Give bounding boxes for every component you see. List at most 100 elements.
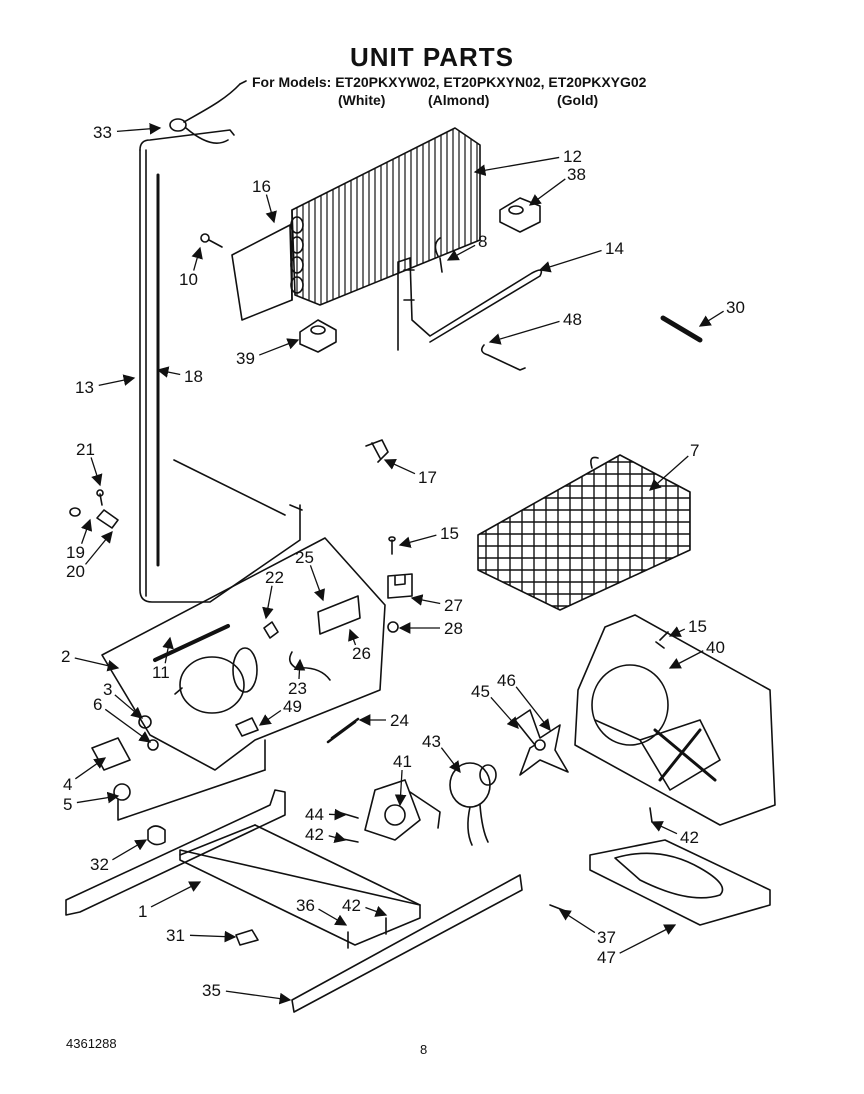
part-10-screw [200, 233, 223, 248]
callout-label-6: 6 [93, 695, 102, 714]
callout-leader-19 [80, 518, 93, 544]
callout-leader-42 [650, 821, 678, 835]
callout-label-35: 35 [202, 981, 221, 1000]
callout-leader-32 [112, 839, 148, 861]
callout-label-49: 49 [283, 697, 302, 716]
callout-leader-41 [394, 769, 407, 807]
callout-label-37: 37 [597, 928, 616, 947]
callout-leader-25 [309, 565, 325, 602]
callout-label-11: 11 [152, 663, 170, 682]
part-45-fan-blade [514, 709, 569, 776]
callout-leader-33 [116, 122, 162, 135]
callout-leader-30 [698, 310, 724, 327]
part-15-screw-b [655, 631, 669, 649]
callout-label-5: 5 [63, 795, 72, 814]
part-38-block [499, 197, 541, 233]
callout-label-42: 42 [305, 825, 324, 844]
callout-leader-12 [473, 156, 560, 176]
callout-leader-8 [446, 244, 476, 261]
callout-leader-5 [76, 791, 120, 804]
callout-label-42: 42 [342, 896, 361, 915]
callout-leader-17 [383, 458, 416, 475]
callout-leader-22 [262, 585, 274, 620]
part-14-heater [397, 257, 543, 351]
callout-leader-13 [98, 374, 136, 387]
callout-leader-31 [189, 930, 237, 943]
part-12-evaporator [231, 127, 481, 321]
callout-leader-26 [348, 628, 360, 646]
part-2-compressor-assembly [101, 537, 386, 771]
callout-label-44: 44 [305, 805, 324, 824]
color-almond: (Almond) [428, 92, 490, 108]
color-gold: (Gold) [557, 92, 599, 108]
part-39-block [299, 319, 337, 353]
callout-label-25: 25 [295, 548, 314, 567]
callout-leader-46 [515, 686, 551, 732]
callout-label-43: 43 [422, 732, 441, 751]
callout-label-20: 20 [66, 562, 85, 581]
callout-leader-36 [318, 908, 348, 926]
part-40-shroud [574, 614, 776, 826]
callout-leader-49 [258, 709, 282, 726]
callout-leader-18 [156, 366, 181, 378]
callout-label-17: 17 [418, 468, 437, 487]
part-24-rod [326, 717, 360, 744]
callout-label-48: 48 [563, 310, 582, 329]
callout-label-7: 7 [690, 441, 699, 460]
callout-label-32: 32 [90, 855, 109, 874]
callout-label-42: 42 [680, 828, 699, 847]
callout-leader-15 [668, 626, 686, 637]
callout-leader-16 [265, 194, 277, 224]
part-7-condenser [477, 454, 691, 611]
models-line: For Models: ET20PKXYW02, ET20PKXYN02, ET… [252, 74, 647, 90]
callout-leader-39 [258, 338, 300, 356]
part-17-bracket [365, 439, 389, 463]
callout-leader-43 [440, 747, 461, 774]
callout-label-18: 18 [184, 367, 203, 386]
part-42-screw-c [649, 807, 653, 823]
callout-leader-42 [328, 831, 347, 844]
callout-label-26: 26 [352, 644, 371, 663]
callout-leader-44 [328, 808, 347, 821]
part-32-clip [147, 825, 166, 846]
callout-label-15: 15 [440, 524, 459, 543]
callout-leader-37 [558, 909, 596, 934]
page-number: 8 [420, 1042, 428, 1057]
callout-leader-47 [619, 924, 677, 954]
callout-label-14: 14 [605, 239, 624, 258]
callout-label-10: 10 [179, 270, 198, 289]
callout-leader-6 [104, 708, 152, 743]
part-30-rod [660, 315, 703, 343]
part-31-bracket [235, 929, 259, 946]
callout-leader-15 [398, 534, 437, 548]
part-15-screw-a [388, 536, 396, 555]
callout-leader-14 [538, 249, 602, 273]
callout-leader-10 [191, 246, 203, 271]
callout-label-36: 36 [296, 896, 315, 915]
doc-number: 4361288 [66, 1036, 117, 1051]
part-47-drain-pan [589, 839, 771, 926]
part-37-screw [549, 904, 569, 913]
callout-leader-7 [649, 455, 689, 491]
callout-label-31: 31 [166, 926, 185, 945]
part-48-wire [480, 344, 526, 371]
part-33-sensor [169, 80, 247, 144]
part-13-tube-loop [139, 129, 303, 603]
callout-label-21: 21 [76, 440, 95, 459]
callout-leader-4 [74, 757, 107, 780]
callout-label-33: 33 [93, 123, 112, 142]
callout-leader-2 [74, 657, 120, 672]
callout-leader-20 [84, 530, 113, 565]
part-35-rail [291, 874, 523, 1013]
callout-leader-40 [668, 650, 704, 669]
callout-label-8: 8 [478, 232, 487, 251]
page-title: UNIT PARTS [349, 42, 515, 72]
callout-leader-11 [162, 636, 174, 664]
part-28-nut [387, 621, 399, 633]
part-1-base-frame [65, 789, 421, 946]
part-43-fan-motor [449, 762, 497, 846]
callout-label-22: 22 [265, 568, 284, 587]
callout-label-45: 45 [471, 682, 490, 701]
callout-leader-38 [528, 178, 566, 206]
